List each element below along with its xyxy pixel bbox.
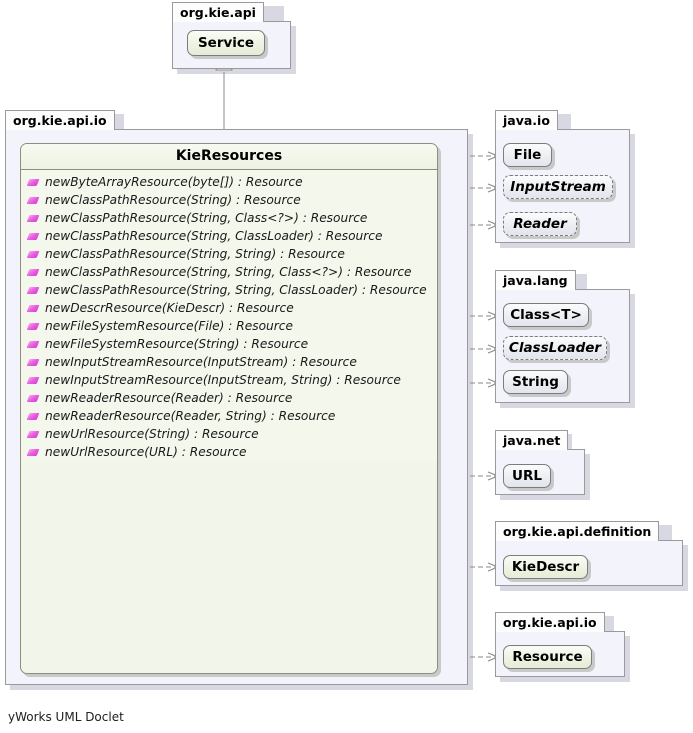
class-node-inputstream[interactable]: InputStream bbox=[503, 175, 613, 199]
footer-credit: yWorks UML Doclet bbox=[8, 710, 124, 724]
class-method[interactable]: newFileSystemResource(File) : Resource bbox=[21, 317, 437, 335]
class-method[interactable]: newByteArrayResource(byte[]) : Resource bbox=[21, 173, 437, 191]
package-tab-label: org.kie.api bbox=[172, 2, 264, 22]
method-signature: newInputStreamResource(InputStream) : Re… bbox=[45, 353, 357, 371]
class-node-service[interactable]: Service bbox=[187, 30, 265, 56]
public-method-icon bbox=[28, 357, 39, 368]
method-signature: newReaderResource(Reader) : Resource bbox=[45, 389, 292, 407]
class-title-kieresources: KieResources bbox=[21, 144, 437, 170]
package-tab-label: org.kie.api.io bbox=[495, 612, 605, 632]
package-tab-label: java.io bbox=[495, 110, 558, 130]
class-method[interactable]: newReaderResource(Reader) : Resource bbox=[21, 389, 437, 407]
class-node-string[interactable]: String bbox=[503, 370, 568, 394]
method-signature: newClassPathResource(String, String) : R… bbox=[45, 245, 345, 263]
method-signature: newClassPathResource(String, String, Cla… bbox=[45, 263, 412, 281]
method-signature: newInputStreamResource(InputStream, Stri… bbox=[45, 371, 401, 389]
class-method[interactable]: newClassPathResource(String, String, Cla… bbox=[21, 281, 437, 299]
method-signature: newUrlResource(String) : Resource bbox=[45, 425, 259, 443]
package-tab-label: java.lang bbox=[495, 270, 576, 290]
class-node-classloader[interactable]: ClassLoader bbox=[503, 336, 607, 360]
class-method[interactable]: newClassPathResource(String, Class<?>) :… bbox=[21, 209, 437, 227]
public-method-icon bbox=[28, 393, 39, 404]
public-method-icon bbox=[28, 267, 39, 278]
member-list: newByteArrayResource(byte[]) : Resourcen… bbox=[21, 170, 437, 461]
method-signature: newFileSystemResource(File) : Resource bbox=[45, 317, 293, 335]
class-method[interactable]: newDescrResource(KieDescr) : Resource bbox=[21, 299, 437, 317]
method-signature: newUrlResource(URL) : Resource bbox=[45, 443, 246, 461]
class-method[interactable]: newReaderResource(Reader, String) : Reso… bbox=[21, 407, 437, 425]
class-method[interactable]: newFileSystemResource(String) : Resource bbox=[21, 335, 437, 353]
class-node-class-generic[interactable]: Class<T> bbox=[503, 303, 589, 327]
class-node-file[interactable]: File bbox=[503, 143, 552, 167]
class-method[interactable]: newClassPathResource(String, String) : R… bbox=[21, 245, 437, 263]
class-box-kieresources[interactable]: KieResources newByteArrayResource(byte[]… bbox=[20, 143, 438, 674]
class-node-url[interactable]: URL bbox=[503, 464, 551, 488]
class-node-resource[interactable]: Resource bbox=[503, 645, 592, 669]
class-method[interactable]: newUrlResource(URL) : Resource bbox=[21, 443, 437, 461]
public-method-icon bbox=[28, 231, 39, 242]
public-method-icon bbox=[28, 375, 39, 386]
method-signature: newClassPathResource(String) : Resource bbox=[45, 191, 301, 209]
method-signature: newReaderResource(Reader, String) : Reso… bbox=[45, 407, 335, 425]
class-node-reader[interactable]: Reader bbox=[503, 212, 577, 236]
method-signature: newByteArrayResource(byte[]) : Resource bbox=[45, 173, 303, 191]
public-method-icon bbox=[28, 447, 39, 458]
class-method[interactable]: newClassPathResource(String, String, Cla… bbox=[21, 263, 437, 281]
method-signature: newDescrResource(KieDescr) : Resource bbox=[45, 299, 294, 317]
class-method[interactable]: newInputStreamResource(InputStream, Stri… bbox=[21, 371, 437, 389]
class-method[interactable]: newClassPathResource(String) : Resource bbox=[21, 191, 437, 209]
public-method-icon bbox=[28, 303, 39, 314]
package-tab-label: org.kie.api.definition bbox=[495, 521, 659, 541]
class-method[interactable]: newUrlResource(String) : Resource bbox=[21, 425, 437, 443]
public-method-icon bbox=[28, 213, 39, 224]
package-tab-label: java.net bbox=[495, 430, 568, 450]
class-method[interactable]: newClassPathResource(String, ClassLoader… bbox=[21, 227, 437, 245]
public-method-icon bbox=[28, 429, 39, 440]
public-method-icon bbox=[28, 249, 39, 260]
method-signature: newFileSystemResource(String) : Resource bbox=[45, 335, 308, 353]
public-method-icon bbox=[28, 177, 39, 188]
class-method[interactable]: newInputStreamResource(InputStream) : Re… bbox=[21, 353, 437, 371]
method-signature: newClassPathResource(String, Class<?>) :… bbox=[45, 209, 367, 227]
class-node-kiedescr[interactable]: KieDescr bbox=[503, 555, 588, 579]
public-method-icon bbox=[28, 195, 39, 206]
public-method-icon bbox=[28, 411, 39, 422]
public-method-icon bbox=[28, 321, 39, 332]
package-tab-label: org.kie.api.io bbox=[5, 110, 115, 130]
method-signature: newClassPathResource(String, String, Cla… bbox=[45, 281, 427, 299]
method-signature: newClassPathResource(String, ClassLoader… bbox=[45, 227, 383, 245]
public-method-icon bbox=[28, 339, 39, 350]
public-method-icon bbox=[28, 285, 39, 296]
